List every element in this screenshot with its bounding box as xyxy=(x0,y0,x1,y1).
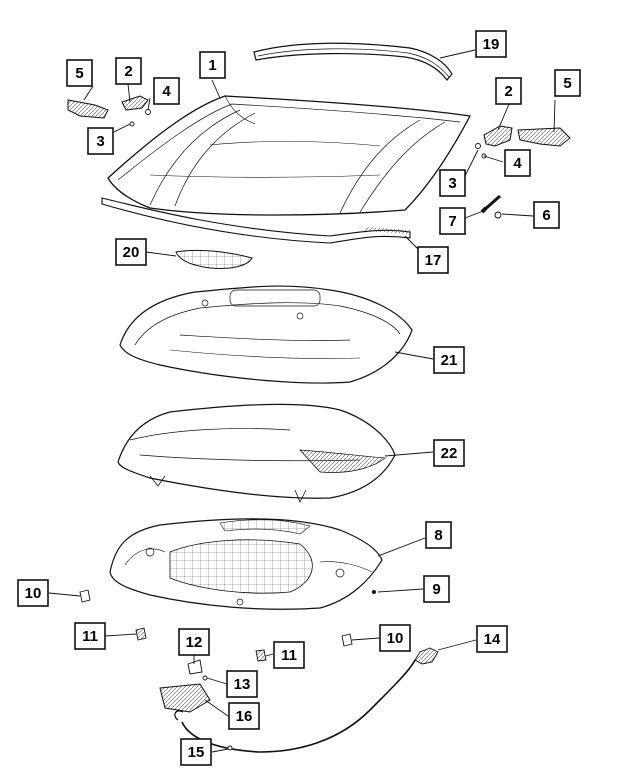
callout-1-text: 1 xyxy=(208,57,216,74)
callout-10b-text: 10 xyxy=(387,630,404,647)
callout-9-text: 9 xyxy=(432,581,440,598)
strut-clip-part xyxy=(494,211,502,219)
callout-9: 9 xyxy=(423,575,450,603)
right-bolt-part xyxy=(475,143,487,159)
hood-insulator-part xyxy=(119,285,413,384)
callout-22-text: 22 xyxy=(441,445,458,462)
callout-21-text: 21 xyxy=(441,352,458,369)
callout-2b: 2 xyxy=(495,77,522,105)
callout-6-text: 6 xyxy=(542,207,550,224)
callout-4b-text: 4 xyxy=(513,155,522,172)
callout-5a: 5 xyxy=(66,59,93,87)
callout-14-text: 14 xyxy=(484,631,501,648)
left-hinge-part xyxy=(67,99,109,119)
callout-6: 6 xyxy=(533,201,560,229)
callout-2a: 2 xyxy=(115,57,142,85)
hood-inner-panel-part xyxy=(109,518,383,610)
clip-11a-part xyxy=(135,627,147,641)
callout-5b: 5 xyxy=(554,69,581,97)
callout-3a: 3 xyxy=(87,127,114,155)
callout-20: 20 xyxy=(115,238,147,266)
callout-7: 7 xyxy=(439,207,466,235)
hood-latch-part xyxy=(159,683,211,713)
bumper-left-part xyxy=(79,589,91,603)
callout-2b-text: 2 xyxy=(504,83,512,100)
callout-11a-text: 11 xyxy=(82,628,98,645)
callout-labels: 1 2 2 3 3 4 4 5 5 6 7 8 9 10 10 11 11 12… xyxy=(17,30,581,766)
callout-5a-text: 5 xyxy=(75,65,83,82)
callout-16: 16 xyxy=(228,702,260,730)
leader-lines xyxy=(48,49,556,753)
left-hinge-bracket-part xyxy=(121,95,149,111)
callout-10b: 10 xyxy=(379,624,411,652)
callout-19: 19 xyxy=(475,30,507,58)
callout-3b-text: 3 xyxy=(448,175,456,192)
callout-5b-text: 5 xyxy=(563,75,571,92)
callout-4a-text: 4 xyxy=(162,83,171,100)
callout-4b: 4 xyxy=(504,149,531,177)
left-bolt-part xyxy=(129,109,151,127)
callout-13: 13 xyxy=(226,670,258,698)
callout-19-text: 19 xyxy=(483,36,500,53)
callout-10a-text: 10 xyxy=(25,585,42,602)
clip-9-part xyxy=(372,590,376,594)
bumper-right-part xyxy=(341,633,353,647)
hood-panel-part xyxy=(107,95,472,216)
callout-12: 12 xyxy=(178,628,210,656)
callout-3a-text: 3 xyxy=(96,133,104,150)
callout-1: 1 xyxy=(199,51,226,79)
callout-13-text: 13 xyxy=(234,676,251,693)
callout-8: 8 xyxy=(425,521,452,549)
callout-10a: 10 xyxy=(17,579,49,607)
callout-21: 21 xyxy=(433,346,465,374)
callout-15-text: 15 xyxy=(188,744,205,761)
hood-strut-part xyxy=(480,194,501,214)
hood-front-seal-part xyxy=(101,197,411,244)
callout-8-text: 8 xyxy=(434,527,442,544)
cowl-seal-part xyxy=(253,42,453,81)
callout-12-text: 12 xyxy=(186,634,203,651)
callout-11a: 11 xyxy=(74,622,106,650)
clip-11b-part xyxy=(255,649,267,662)
callout-3b: 3 xyxy=(439,169,466,197)
hood-inner-insulator-part xyxy=(117,403,396,503)
callout-2a-text: 2 xyxy=(124,63,132,80)
callout-22: 22 xyxy=(433,439,465,467)
callout-15: 15 xyxy=(180,738,212,766)
callout-17-text: 17 xyxy=(425,252,442,269)
callout-11b-text: 11 xyxy=(281,647,297,664)
callout-11b: 11 xyxy=(273,641,305,669)
release-cable-part xyxy=(174,647,439,753)
latch-bracket-part xyxy=(187,659,203,675)
hood-vent-grille-part xyxy=(175,249,253,269)
callout-17: 17 xyxy=(417,246,449,274)
callout-14: 14 xyxy=(476,625,508,653)
callout-16-text: 16 xyxy=(236,708,253,725)
callout-20-text: 20 xyxy=(123,244,140,261)
latch-screw-part xyxy=(202,675,208,681)
right-hinge-part xyxy=(517,127,571,147)
callout-7-text: 7 xyxy=(448,213,456,230)
callout-4a: 4 xyxy=(153,77,180,105)
